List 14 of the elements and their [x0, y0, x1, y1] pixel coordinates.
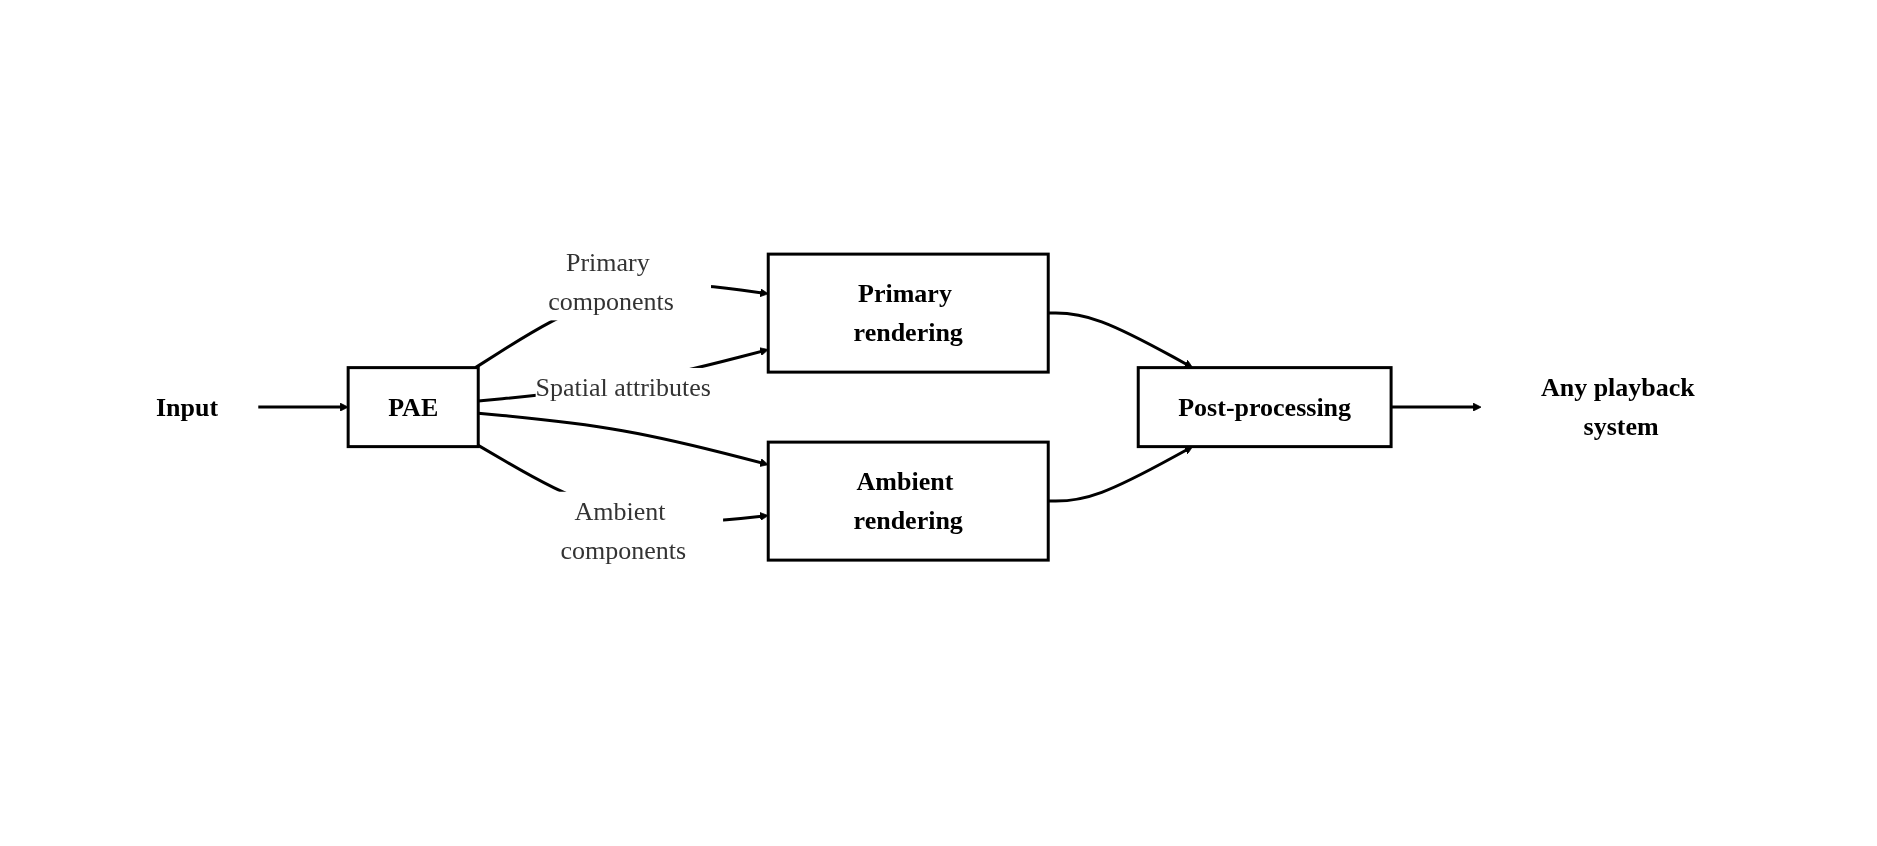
node-box: Post-processing [1136, 366, 1393, 449]
node-text: Input [155, 392, 219, 422]
edge-label: Primary components [548, 247, 674, 316]
arrow [1391, 402, 1482, 412]
arrow [1048, 311, 1193, 368]
node-text: Any playback system [1540, 373, 1695, 442]
node-box: PAE [346, 366, 480, 449]
arrow [258, 402, 349, 412]
node-box: Ambient rendering [766, 440, 1050, 562]
node-box: Primary rendering [766, 252, 1050, 374]
edge-label: Ambient components [560, 496, 687, 565]
edge-label: Spatial attributes [535, 372, 711, 402]
arrow [478, 411, 769, 467]
arrow [1048, 446, 1193, 503]
